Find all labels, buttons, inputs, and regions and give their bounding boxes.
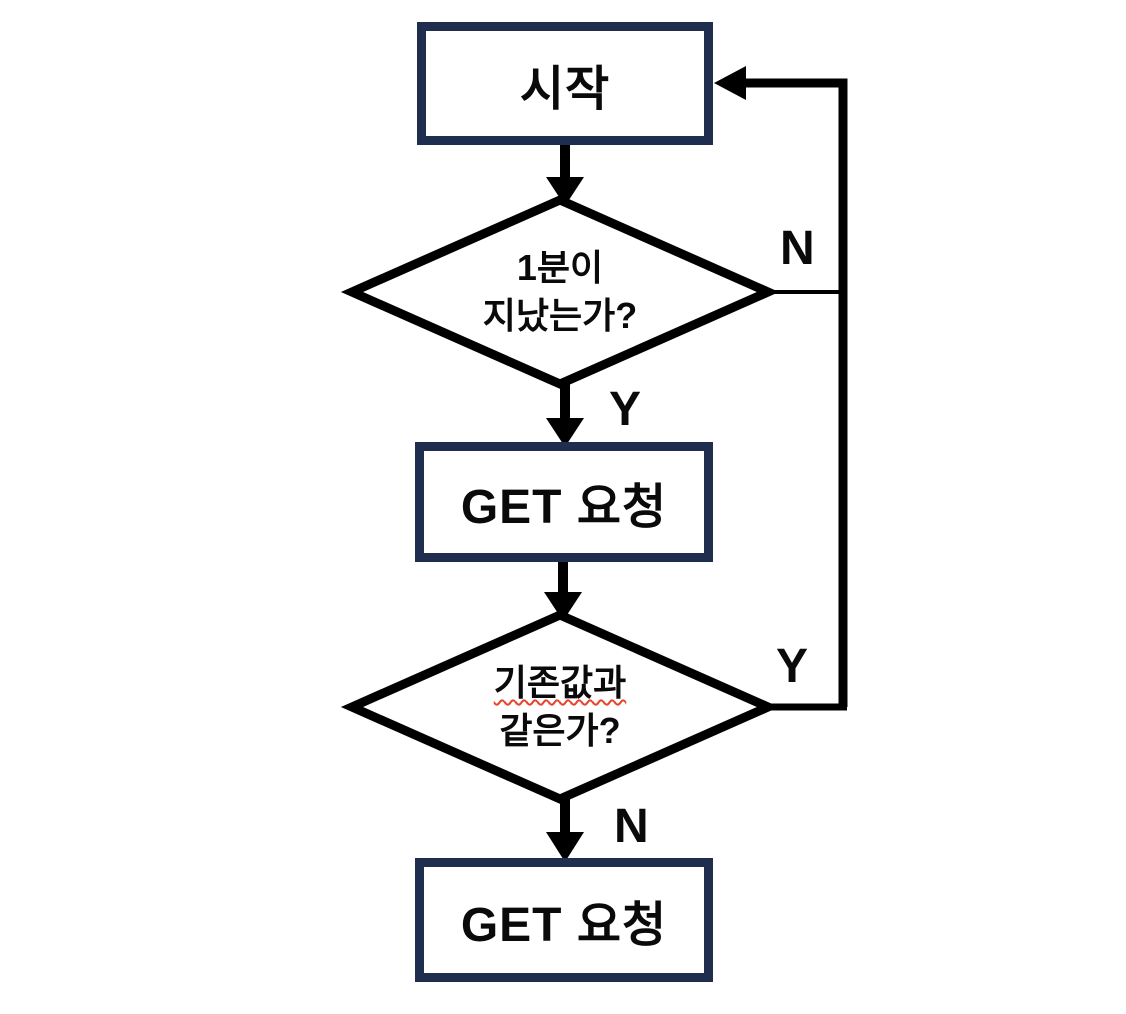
node-decision-minute-label: 1분이 지났는가? [410,244,710,340]
decision2-yes-label: Y [776,640,809,693]
decision1-diamond [340,195,780,389]
decision1-yes-label: Y [609,383,642,436]
decision-same-value-line2: 같은가? [499,710,621,751]
decision2-no-label: N [614,800,649,853]
node-decision-same-value-label: 기존값과 같은가? [410,659,710,755]
decision1-no-label: N [780,222,815,275]
arrowhead-down-icon [546,418,584,447]
node-get-request-2-label: GET 요청 [460,899,668,952]
decision-minute-line1: 1분이 [516,247,604,288]
arrowhead-down-icon [544,592,582,621]
node-get-request-1: GET 요청 [415,442,713,562]
node-get-request-2: GET 요청 [415,858,713,982]
loopback-line [741,78,848,707]
arrowhead-down-icon [546,832,584,862]
node-get-request-1-label: GET 요청 [460,481,668,534]
decision-same-value-line1: 기존값과 [493,662,627,703]
node-start: 시작 [417,22,713,145]
node-start-label: 시작 [519,62,611,116]
decision2-diamond [340,610,780,804]
arrowhead-down-icon [546,177,584,206]
decision-minute-line2: 지났는가? [482,295,638,336]
arrowhead-into-start-left-icon [714,66,746,100]
